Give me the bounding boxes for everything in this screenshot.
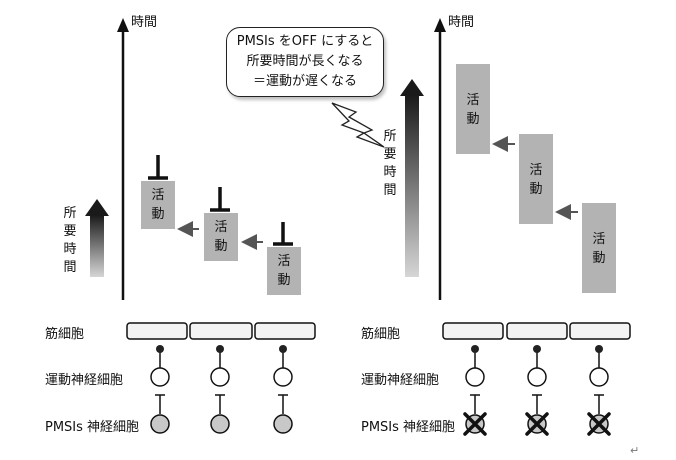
right-muscle-cells: [442, 322, 631, 340]
right-motor-label: 運動神経細胞: [361, 373, 440, 388]
right-pmsi-neurons: [463, 412, 611, 436]
left-time-axis: [117, 18, 129, 300]
paragraph-mark: ↵: [630, 444, 640, 457]
left-sequence-arrows: [177, 221, 263, 250]
left-inhibition-symbols: [148, 155, 293, 246]
right-duration-arrow: [400, 79, 424, 277]
left-duration-arrow: [85, 199, 109, 277]
right-axis-label: 時間: [448, 15, 475, 30]
left-pmsi-neurons: [150, 414, 293, 434]
left-activity-box-2: 活動: [204, 213, 238, 261]
left-motor-label: 運動神経細胞: [45, 373, 124, 388]
right-time-axis: [434, 18, 446, 300]
right-motor-neurons: [465, 345, 609, 387]
left-muscle-label: 筋細胞: [45, 327, 85, 342]
right-pmsi-inhibition-links: [470, 394, 604, 414]
right-sequence-arrows: [492, 136, 578, 220]
right-activity-box-3: 活動: [582, 203, 616, 293]
lightning-bolt-icon: [331, 102, 385, 148]
left-duration-label: 所 要 時 間: [63, 206, 77, 275]
left-activity-box-1: 活動: [141, 181, 175, 229]
left-motor-neurons: [150, 345, 293, 387]
right-pmsi-label: PMSIs 神経細胞: [361, 420, 456, 435]
callout-bubble: PMSIs をOFF にすると 所要時間が長くなる ＝運動が遅くなる: [226, 27, 384, 97]
right-activity-box-1: 活動: [456, 64, 490, 154]
left-pmsi-label: PMSIs 神経細胞: [45, 420, 140, 435]
right-muscle-label: 筋細胞: [361, 327, 401, 342]
left-muscle-cells: [126, 322, 316, 340]
left-pmsi-inhibition-links: [155, 394, 288, 414]
right-activity-box-2: 活動: [519, 134, 553, 224]
right-duration-label: 所 要 時 間: [383, 129, 397, 198]
left-activity-box-3: 活動: [267, 247, 301, 295]
disabled-x-icon: [463, 412, 611, 436]
left-axis-label: 時間: [131, 15, 158, 30]
